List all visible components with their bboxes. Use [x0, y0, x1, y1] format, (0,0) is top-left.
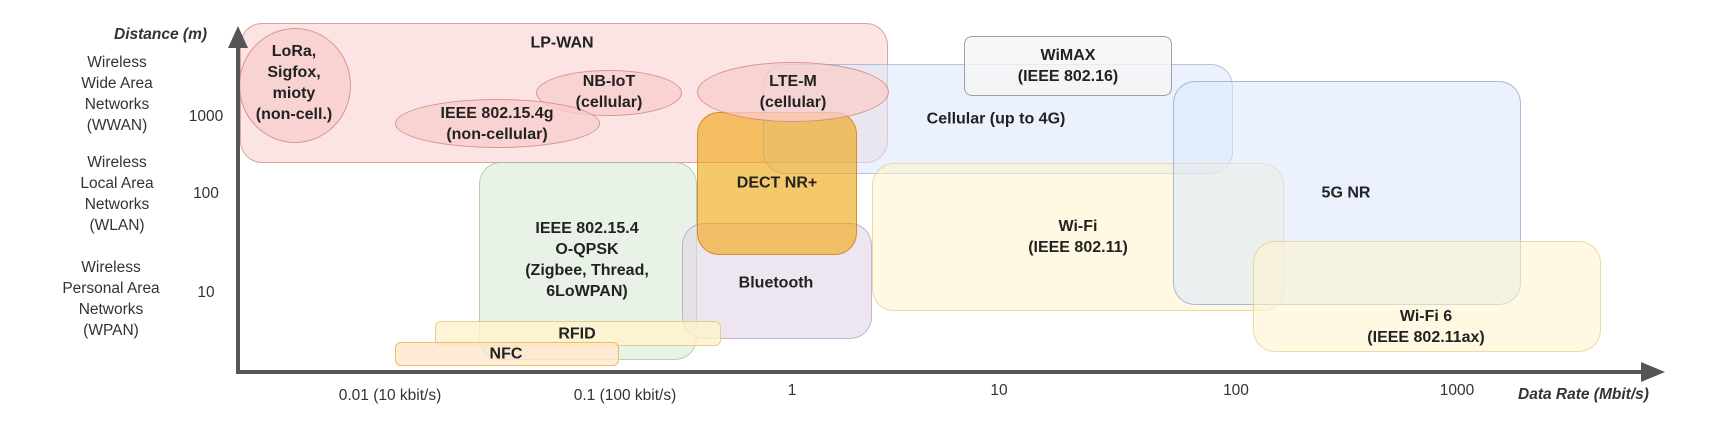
y-axis-title: Distance (m)	[114, 26, 208, 43]
nfc-region	[395, 342, 619, 366]
y-axis-arrowhead	[228, 26, 248, 48]
x-axis-title: Data Rate (Mbit/s)	[1518, 386, 1649, 403]
x-tick-label: 1	[787, 382, 797, 399]
ieee802154-label: IEEE 802.15.4 O-QPSK (Zigbee, Thread, 6L…	[525, 220, 649, 300]
y-tick-label: 1000	[188, 108, 224, 125]
nbiot-label: NB-IoT (cellular)	[575, 73, 643, 111]
nr5g-label: 5G NR	[1321, 184, 1371, 202]
wifi6-label: Wi-Fi 6 (IEEE 802.11ax)	[1367, 308, 1485, 346]
x-tick-label: 0.1 (100 kbit/s)	[573, 387, 677, 404]
ieee802154g-ellipse	[395, 99, 600, 148]
lora-ellipse	[239, 28, 351, 143]
ltem-label: LTE-M (cellular)	[759, 73, 827, 111]
x-tick-label: 10	[990, 382, 1008, 399]
ltem-ellipse	[697, 62, 889, 122]
y-tick-label: 100	[193, 185, 219, 202]
x-axis-arrowhead	[1641, 362, 1665, 382]
x-tick-label: 1000	[1439, 382, 1475, 399]
wifi-label: Wi-Fi (IEEE 802.11)	[1028, 218, 1128, 256]
x-tick-label: 100	[1223, 382, 1249, 399]
bluetooth-label: Bluetooth	[738, 274, 814, 292]
category-wlan: Wireless Local Area Networks (WLAN)	[80, 154, 154, 234]
wimax-label: WiMAX (IEEE 802.16)	[1017, 47, 1119, 85]
nfc-label: NFC	[489, 345, 523, 363]
y-tick-label: 10	[197, 284, 215, 301]
dect-label: DECT NR+	[736, 174, 818, 192]
wifi6-region	[1253, 241, 1601, 352]
x-tick-label: 0.01 (10 kbit/s)	[338, 387, 442, 404]
wimax-region	[964, 36, 1172, 96]
ieee802154g-label: IEEE 802.15.4g (non-cellular)	[440, 105, 554, 143]
lpwan-label: LP-WAN	[530, 34, 594, 52]
cellular-label: Cellular (up to 4G)	[926, 110, 1066, 128]
category-wpan: Wireless Personal Area Networks (WPAN)	[62, 259, 160, 339]
rfid-label: RFID	[558, 325, 596, 343]
lora-label: LoRa, Sigfox, mioty (non-cell.)	[255, 43, 333, 123]
category-wwan: Wireless Wide Area Networks (WWAN)	[81, 54, 153, 134]
